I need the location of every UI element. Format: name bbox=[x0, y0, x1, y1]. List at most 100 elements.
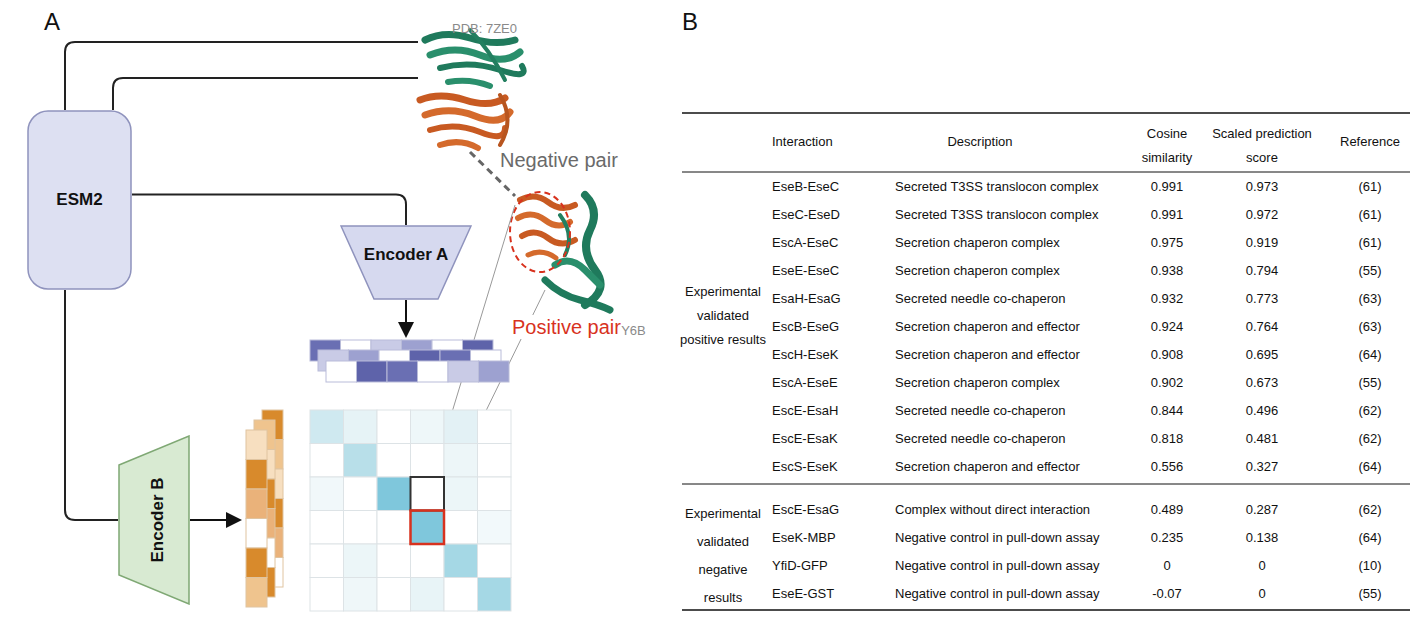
node-label: Encoder A bbox=[364, 245, 448, 265]
table-cell: (10) bbox=[1340, 557, 1400, 575]
table-header: Description bbox=[920, 133, 1040, 151]
feature-line bbox=[113, 78, 418, 110]
table-cell: 0.794 bbox=[1227, 262, 1297, 280]
table-cell: Secretion chaperon and effector bbox=[895, 346, 1080, 364]
table-cell: (62) bbox=[1340, 430, 1400, 448]
connector bbox=[65, 290, 118, 520]
table-cell: Negative control in pull-down assay bbox=[895, 557, 1100, 575]
binding-site-circle bbox=[510, 192, 570, 272]
table-cell: Secretion chaperon and effector bbox=[895, 458, 1080, 476]
table-cell: (63) bbox=[1340, 318, 1400, 336]
table-cell: 0.919 bbox=[1227, 234, 1297, 252]
table-cell: (55) bbox=[1340, 585, 1400, 603]
table-cell: Negative control in pull-down assay bbox=[895, 529, 1100, 547]
table-cell: 0.764 bbox=[1227, 318, 1297, 336]
table-cell: (64) bbox=[1340, 529, 1400, 547]
table-header: Interaction bbox=[772, 133, 833, 151]
table-cell: 0.556 bbox=[1132, 458, 1202, 476]
table-cell: 0.695 bbox=[1227, 346, 1297, 364]
embedding-stacks bbox=[246, 340, 509, 607]
table-cell: 0 bbox=[1132, 557, 1202, 575]
panel-letter: B bbox=[682, 8, 698, 36]
table-cell: EseK-MBP bbox=[772, 529, 836, 547]
table-cell: 0.327 bbox=[1227, 458, 1297, 476]
table-rule bbox=[682, 112, 1410, 114]
connector bbox=[132, 195, 406, 225]
output-arrow bbox=[190, 519, 238, 521]
table-cell: 0.975 bbox=[1132, 234, 1202, 252]
row-group: Experimental validated positive results bbox=[679, 280, 767, 352]
table-cell: 0.908 bbox=[1132, 346, 1202, 364]
table-cell: EscE-EsaK bbox=[772, 430, 838, 448]
model-box: ESM2 bbox=[27, 110, 132, 290]
table-cell: -0.07 bbox=[1132, 585, 1202, 603]
table-header: Reference bbox=[1330, 133, 1410, 151]
table-rule bbox=[682, 172, 1410, 173]
panel-letter: A bbox=[44, 8, 60, 36]
table-cell: (64) bbox=[1340, 346, 1400, 364]
pair-label: Positive pair bbox=[512, 315, 621, 339]
table-cell: (61) bbox=[1340, 234, 1400, 252]
table-cell: EscE-EsaG bbox=[772, 501, 839, 519]
encoder-trapezoid: Encoder B bbox=[118, 435, 190, 605]
table-cell: Secreted needle co-chaperon bbox=[895, 430, 1066, 448]
table-cell: 0.932 bbox=[1132, 290, 1202, 308]
table-cell: (61) bbox=[1340, 206, 1400, 224]
pdb-id: PDB: 7ZE0 bbox=[452, 20, 517, 38]
table-header: Cosine similarity bbox=[1132, 122, 1202, 170]
table-cell: 0.489 bbox=[1132, 501, 1202, 519]
table-cell: (64) bbox=[1340, 458, 1400, 476]
table-cell: 0.924 bbox=[1132, 318, 1202, 336]
table-cell: EseE-GST bbox=[772, 585, 834, 603]
table-cell: 0.138 bbox=[1227, 529, 1297, 547]
table-cell: (55) bbox=[1340, 374, 1400, 392]
table-cell: (63) bbox=[1340, 290, 1400, 308]
table-cell: Secreted T3SS translocon complex bbox=[895, 206, 1099, 224]
encoder-trapezoid: Encoder A bbox=[340, 225, 472, 300]
table-cell: 0.973 bbox=[1227, 178, 1297, 196]
table-cell: 0.938 bbox=[1132, 262, 1202, 280]
row-group: Experimental validated negative results bbox=[679, 500, 767, 612]
table-cell: EscB-EseG bbox=[772, 318, 839, 336]
table-cell: Secretion chaperon complex bbox=[895, 374, 1060, 392]
table-cell: 0.818 bbox=[1132, 430, 1202, 448]
table-cell: 0.235 bbox=[1132, 529, 1202, 547]
table-cell: EseC-EseD bbox=[772, 206, 840, 224]
table-cell: YfiD-GFP bbox=[772, 557, 828, 575]
protein-structure bbox=[420, 30, 524, 148]
table-rule bbox=[682, 609, 1410, 611]
table-cell: (62) bbox=[1340, 402, 1400, 420]
pair-label: Negative pair bbox=[500, 148, 618, 172]
feature-line bbox=[65, 42, 418, 110]
table-cell: 0.991 bbox=[1132, 206, 1202, 224]
protein-structure bbox=[518, 195, 610, 310]
table-cell: 0.481 bbox=[1227, 430, 1297, 448]
table-header: Scaled prediction score bbox=[1210, 122, 1314, 170]
table-cell: EscA-EseC bbox=[772, 234, 838, 252]
table-cell: Secreted needle co-chaperon bbox=[895, 290, 1066, 308]
table-cell: EscS-EseK bbox=[772, 458, 838, 476]
table-cell: Negative control in pull-down assay bbox=[895, 585, 1100, 603]
table-cell: 0.773 bbox=[1227, 290, 1297, 308]
table-cell: EscA-EseE bbox=[772, 374, 838, 392]
table-cell: Secreted T3SS translocon complex bbox=[895, 178, 1099, 196]
table-cell: 0.496 bbox=[1227, 402, 1297, 420]
output-arrow bbox=[405, 300, 407, 334]
similarity-matrix bbox=[310, 410, 511, 611]
table-cell: Secretion chaperon and effector bbox=[895, 318, 1080, 336]
table-cell: 0.902 bbox=[1132, 374, 1202, 392]
table-cell: 0.844 bbox=[1132, 402, 1202, 420]
table-cell: EscE-EsaH bbox=[772, 402, 838, 420]
table-cell: Secretion chaperon complex bbox=[895, 262, 1060, 280]
table-rule bbox=[682, 484, 1410, 485]
table-cell: Secretion chaperon complex bbox=[895, 234, 1060, 252]
table-cell: (55) bbox=[1340, 262, 1400, 280]
table-cell: Secreted needle co-chaperon bbox=[895, 402, 1066, 420]
table-cell: (61) bbox=[1340, 178, 1400, 196]
table-cell: (62) bbox=[1340, 501, 1400, 519]
table-cell: 0.287 bbox=[1227, 501, 1297, 519]
table-cell: EsaH-EsaG bbox=[772, 290, 841, 308]
table-cell: EseB-EseC bbox=[772, 178, 839, 196]
table-cell: 0.673 bbox=[1227, 374, 1297, 392]
